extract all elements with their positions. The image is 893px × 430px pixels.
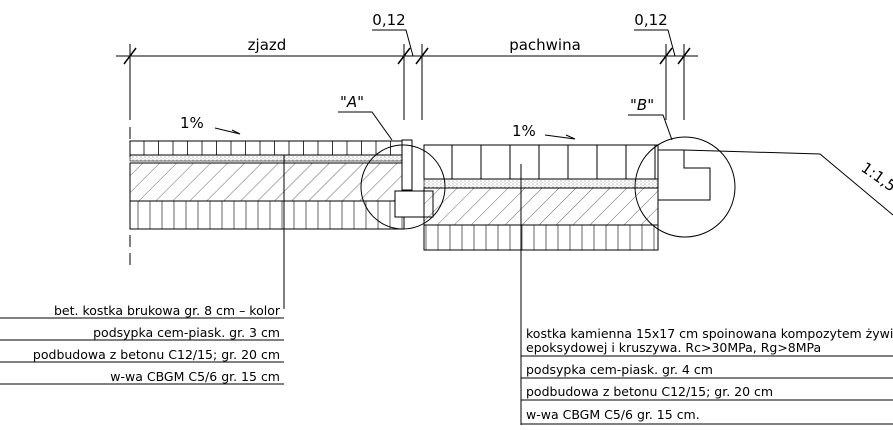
left-bedding [129,154,405,162]
callout-leader-a [338,111,393,141]
left-paving-course [129,140,405,156]
curb-b [658,149,711,201]
right-concrete-base [423,187,659,226]
slope-label-right: 1% [512,122,536,140]
slope-arrow-right [544,134,576,140]
dim-label-gap-b: 0,12 [634,11,667,29]
dim-label-zjazd: zjazd [248,36,287,54]
detail-circle-b [634,136,736,238]
dim-label-gap-a: 0,12 [372,11,405,29]
left-cbgm-layer [129,200,405,230]
left-layer-label-3: podbudowa z betonu C12/15; gr. 20 cm [33,347,280,362]
callout-label-a: "A" [340,93,364,111]
right-layer-label-1a: kostka kamienna 15x17 cm spoinowana komp… [526,326,893,341]
right-layer-label-3: podbudowa z betonu C12/15; gr. 20 cm [526,384,773,399]
right-layer-labels [520,309,893,425]
left-layer-label-4: w-wa CBGM C5/6 gr. 15 cm [110,369,280,384]
callout-label-b: "B" [630,96,654,114]
detail-circle-a [360,144,446,230]
right-layer-label-1b: epoksydowej i kruszywa. Rc>30MPa, Rg>8MP… [526,340,821,355]
left-layer-label-2: podsypka cem-piask. gr. 3 cm [93,325,280,340]
right-bedding [423,178,659,189]
slope-arrow-left [214,127,241,135]
left-layer-label-1: bet. kostka brukowa gr. 8 cm – kolor [54,303,281,318]
left-concrete-base [129,162,405,202]
callout-leader-b [628,114,673,141]
slope-label-left: 1% [180,114,204,132]
edge-strip-a [401,139,413,191]
right-cbgm-layer [423,224,659,251]
dimension-line [116,29,698,120]
right-layer-label-2: podsypka cem-piask. gr. 4 cm [526,362,713,377]
right-layer-label-4: w-wa CBGM C5/6 gr. 15 cm. [526,407,700,422]
right-pavement [423,144,711,251]
embankment-slope [683,149,893,216]
dim-label-pachwina: pachwina [509,36,581,54]
left-layer-labels [0,317,284,385]
right-stone-setts [423,144,659,180]
